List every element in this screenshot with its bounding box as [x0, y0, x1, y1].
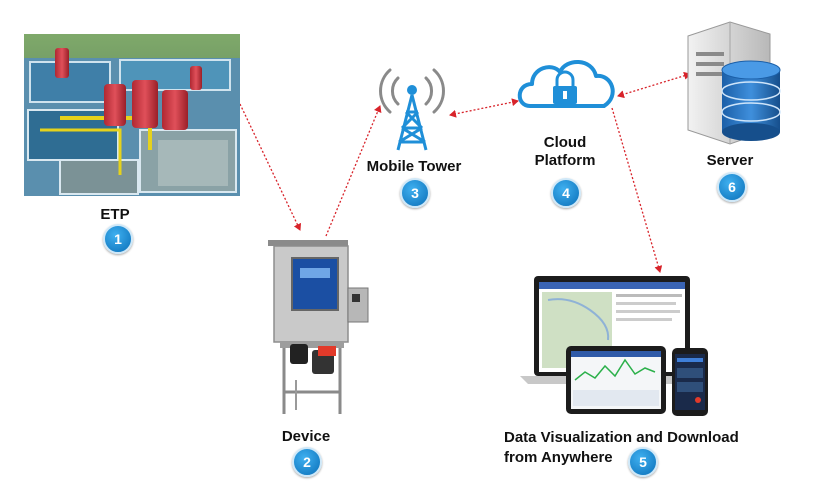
tower-label: Mobile Tower [366, 158, 462, 175]
arrow-cloud-server [617, 71, 691, 99]
step-badge-3: 3 [400, 178, 430, 208]
cloud-label-line2: Platform [534, 152, 596, 169]
step-badge-6: 6 [717, 172, 747, 202]
server-label: Server [706, 152, 754, 169]
etp-label: ETP [100, 206, 130, 223]
device-label: Device [281, 428, 331, 445]
step-badge-2: 2 [292, 447, 322, 477]
arrow-tower-cloud [449, 98, 519, 118]
cloud-label: Cloud Platform [530, 134, 600, 170]
cloud-label-line1: Cloud [543, 134, 587, 151]
dataviz-label: Data Visualization and Download from Any… [504, 428, 752, 468]
arrow-cloud-dataviz [611, 107, 663, 273]
dataviz-label-line1: Data Visualization and Download [504, 429, 739, 446]
arrow-etp-device [239, 103, 302, 231]
step-badge-4: 4 [551, 178, 581, 208]
dataviz-label-line2: from Anywhere [504, 449, 613, 466]
step-badge-5: 5 [628, 447, 658, 477]
arrow-device-tower [325, 105, 382, 237]
step-badge-1: 1 [103, 224, 133, 254]
